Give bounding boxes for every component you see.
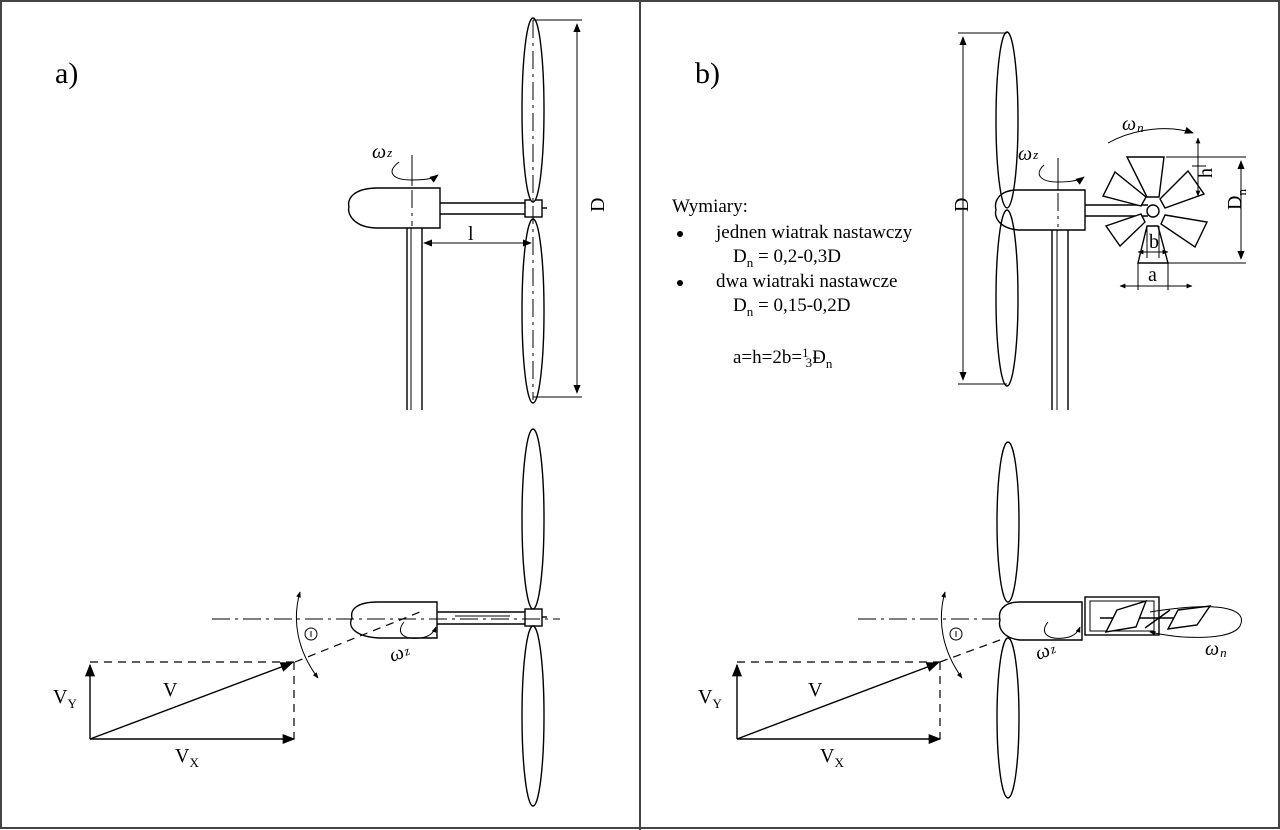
hub [524,608,543,627]
angle-arc [295,591,319,679]
nacelle-rotated [998,601,1083,641]
panel-a-bottom-turbine: ωz V VX VY [53,428,560,807]
panel-a-label: a) [55,57,78,90]
nacelle-rotated [350,601,438,639]
panel-b-bottom-turbine: ωn ωz V VX VY [698,441,1242,799]
blade-upper [995,31,1019,209]
d-label: D [587,198,609,212]
omega-n-label: ωn [1122,113,1144,135]
blade-lower [996,637,1020,799]
fantail-blade [1160,214,1209,249]
blade-upper [996,441,1020,603]
note-1-value: Dn = 0,2-0,3D [733,246,841,270]
panel-b: b) Wymiary: jednen wiatrak nastawczy Dn … [672,31,1249,799]
omega-n-arrow [1107,126,1194,144]
omega-z-arrow [400,621,437,639]
vx-label: VX [175,745,199,770]
omega-n-label: ωn [1205,638,1227,660]
blade-lower [995,209,1019,387]
fantail-frame [1084,596,1160,636]
dimension-notes: Wymiary: jednen wiatrak nastawczy Dn = 0… [672,196,913,371]
panel-a: a) D l ωz [53,17,609,807]
angle-marker [949,627,963,641]
fantail-blade [1166,605,1212,630]
dn-label: Dn [1224,189,1249,210]
h-label: h [1195,168,1217,178]
omega-z-label: ωz [372,141,392,163]
omega-z-label: ωz [1018,143,1038,165]
vy-label: VY [53,686,77,711]
fantail-blade [1104,599,1148,633]
blade-lower [521,625,545,807]
v-arrow [736,662,940,740]
direction-line [939,639,1001,663]
nacelle [347,187,441,229]
nacelle [994,189,1086,231]
note-2-value: Dn = 0,15-0,2D [733,295,851,319]
fantail-hub [1146,204,1160,218]
omega-n-arrow [1149,606,1242,638]
a-label: a [1148,264,1157,286]
panel-b-top-turbine: D ωz ωn Dn [951,31,1249,410]
d-label: D [951,198,973,212]
angle-arc [940,591,963,679]
blade-upper [521,428,545,610]
v-label: V [808,679,823,701]
b-label: b [1149,231,1159,253]
vx-label: VX [820,745,844,770]
fantail-blade [1125,156,1165,198]
notes-title: Wymiary: [672,196,748,217]
fantail-blade [1159,169,1206,209]
panel-a-top-turbine: D l ωz [347,17,609,410]
omega-z-label: ωz [1032,637,1058,665]
bullet [677,231,683,237]
omega-z-arrow [1044,621,1081,639]
fantail-blade [1104,213,1146,248]
fantail-blade [1101,170,1147,207]
panel-b-label: b) [695,57,720,90]
note-2-text: dwa wiatraki nastawcze [716,271,897,292]
v-label: V [163,679,178,701]
fantail-blade-edge [1144,609,1171,629]
omega-z-arrow [391,161,439,183]
omega-z-arrow [1038,164,1085,185]
blade-upper [521,17,545,203]
angle-marker [304,627,318,641]
vy-label: VY [698,686,722,711]
omega-z-label: ωz [386,639,412,667]
l-label: l [468,223,474,245]
bullet [677,280,683,286]
direction-line [294,611,421,663]
fantail-frame-inner [1089,600,1155,632]
v-arrow [89,662,294,740]
note-1-text: jednen wiatrak nastawczy [715,222,913,243]
